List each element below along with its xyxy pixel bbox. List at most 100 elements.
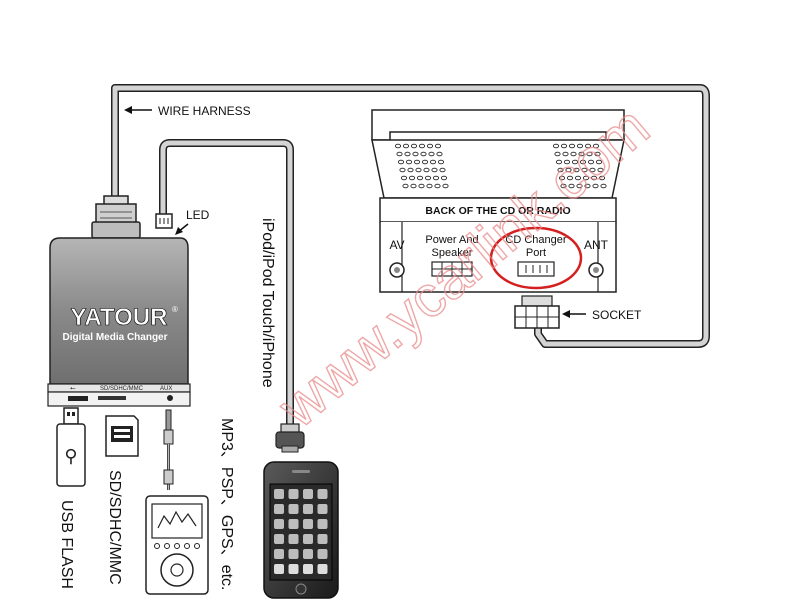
vent-hole	[432, 175, 440, 181]
app-icon	[288, 549, 299, 559]
changer-brand: YATOUR	[71, 304, 168, 331]
radio-power-label-2: Speaker	[432, 247, 473, 259]
socket-arrow	[562, 310, 586, 318]
radio-title: BACK OF THE CD OR RADIO	[425, 205, 570, 217]
vent-hole	[565, 167, 572, 173]
vent-hole	[600, 183, 607, 189]
changer-subtitle: Digital Media Changer	[62, 332, 167, 343]
power-speaker-port	[431, 261, 473, 277]
vent-hole	[589, 167, 596, 173]
changer-usb-icon: ⭠	[70, 385, 76, 392]
vent-hole	[428, 151, 435, 157]
app-icon	[303, 549, 313, 559]
vent-hole	[442, 183, 449, 189]
iphone	[263, 461, 339, 599]
app-icon	[303, 519, 313, 529]
wire-harness-cable	[111, 84, 710, 348]
vent-hole	[584, 183, 591, 189]
vent-hole	[402, 143, 410, 149]
vent-hole	[396, 151, 403, 157]
vent-hole	[576, 143, 584, 149]
radio-vents	[394, 143, 607, 189]
av-jack	[389, 262, 405, 278]
app-icon	[303, 504, 313, 514]
radio-ant-label: ANT	[584, 238, 609, 252]
aux-cable	[163, 409, 174, 490]
usb-icon: ⚲	[64, 446, 77, 466]
vent-hole	[421, 159, 429, 165]
vent-hole	[440, 175, 448, 181]
wire-harness-arrow	[124, 106, 152, 114]
led-arrow	[175, 223, 189, 235]
app-icon	[317, 504, 328, 514]
changer-port-aux: AUX	[160, 386, 172, 392]
vent-hole	[410, 183, 417, 189]
app-icon	[317, 489, 328, 499]
vent-hole	[584, 143, 592, 149]
usb-flash-drive: ⚲	[56, 407, 86, 487]
vent-hole	[562, 151, 569, 157]
vent-hole	[420, 151, 427, 157]
vent-hole	[587, 159, 595, 165]
vent-hole	[424, 175, 432, 181]
vent-hole	[570, 151, 577, 157]
vent-hole	[568, 183, 575, 189]
vent-hole	[578, 151, 585, 157]
vent-hole	[574, 175, 582, 181]
radio-power-label-1: Power And	[425, 234, 478, 246]
vent-hole	[397, 159, 405, 165]
vent-hole	[416, 175, 424, 181]
vent-hole	[582, 175, 590, 181]
harness-connector	[91, 195, 141, 239]
ipod-cable	[159, 139, 294, 432]
vent-hole	[418, 143, 426, 149]
socket-connector	[514, 295, 560, 329]
app-icon	[288, 504, 299, 514]
radio-cd-label-2: Port	[526, 247, 546, 259]
vent-hole	[557, 167, 564, 173]
vent-hole	[413, 159, 421, 165]
app-icon	[303, 489, 313, 499]
app-icon	[288, 519, 299, 529]
vent-hole	[581, 167, 588, 173]
vent-hole	[412, 151, 419, 157]
vent-hole	[598, 175, 606, 181]
vent-hole	[405, 159, 413, 165]
vent-hole	[576, 183, 583, 189]
vent-hole	[415, 167, 422, 173]
app-icon	[303, 564, 313, 574]
aux-devices-label: MP3、PSP、GPS、etc.	[218, 418, 235, 591]
vent-hole	[560, 143, 568, 149]
vent-hole	[555, 159, 563, 165]
iphone-app-grid	[274, 489, 328, 574]
ipod-cable-label: iPod/iPod Touch/iPhone	[259, 218, 276, 388]
vent-hole	[563, 159, 571, 165]
app-icon	[274, 504, 284, 514]
vent-hole	[402, 183, 409, 189]
vent-hole	[404, 151, 411, 157]
usb-flash-label: USB FLASH	[58, 500, 75, 589]
vent-hole	[418, 183, 425, 189]
app-icon	[317, 549, 328, 559]
vent-hole	[573, 167, 580, 173]
vent-hole	[571, 159, 579, 165]
vent-hole	[592, 143, 600, 149]
vent-hole	[568, 143, 576, 149]
socket-label: SOCKET	[592, 308, 642, 322]
changer-brand-mark: ®	[172, 305, 178, 314]
sd-card	[105, 415, 139, 457]
vent-hole	[592, 183, 599, 189]
vent-hole	[400, 175, 408, 181]
app-icon	[274, 489, 284, 499]
vent-hole	[554, 151, 561, 157]
wire-harness-label: WIRE HARNESS	[158, 104, 251, 118]
vent-hole	[429, 159, 437, 165]
sd-card-label: SD/SDHC/MMC	[106, 470, 123, 585]
app-icon	[317, 534, 328, 544]
vent-hole	[399, 167, 406, 173]
vent-hole	[597, 167, 604, 173]
vent-hole	[579, 159, 587, 165]
led-label: LED	[186, 208, 210, 222]
app-icon	[274, 534, 284, 544]
